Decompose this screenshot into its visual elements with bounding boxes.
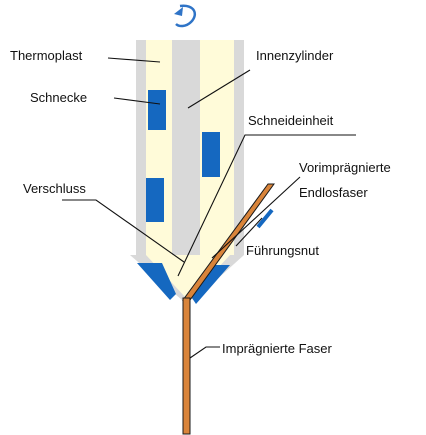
impregnated-fiber — [182, 297, 191, 435]
label-vorimpraegnierte-line2: Endlosfaser — [299, 185, 368, 200]
inner-cylinder — [172, 40, 200, 262]
leader-vorimpraegnierte — [211, 176, 301, 259]
label-fuehrungsnut: Führungsnut — [246, 243, 319, 258]
leader-impraegnierte-faser — [189, 346, 220, 359]
cutting-blade-right — [192, 265, 230, 304]
rotation-arrow-icon — [174, 4, 196, 28]
label-impraegnierte-faser: Imprägnierte Faser — [222, 341, 332, 356]
screw-blade-2 — [202, 132, 220, 177]
screw-blade-1 — [148, 90, 166, 130]
leader-schneideinheit — [177, 134, 356, 277]
label-vorimpraegnierte-line1: Vorimprägnierte — [299, 160, 391, 175]
cutting-blade-left — [137, 263, 176, 300]
leader-thermoplast — [107, 57, 161, 63]
leader-schnecke — [113, 97, 161, 105]
barrel-wall-left — [136, 40, 146, 255]
leader-fuehrungsnut — [235, 217, 263, 247]
label-innenzylinder: Innenzylinder — [256, 48, 334, 63]
closure-cone — [176, 255, 196, 268]
label-schneideinheit: Schneideinheit — [248, 113, 334, 128]
leader-innenzylinder — [187, 69, 251, 109]
label-verschluss: Verschluss — [23, 181, 86, 196]
guide-groove-mark — [256, 208, 274, 229]
leader-verschluss — [62, 199, 185, 263]
label-schnecke: Schnecke — [30, 90, 87, 105]
thermoplast-zone-left — [146, 40, 172, 255]
label-thermoplast: Thermoplast — [10, 48, 83, 63]
screw-blade-3 — [146, 178, 164, 222]
